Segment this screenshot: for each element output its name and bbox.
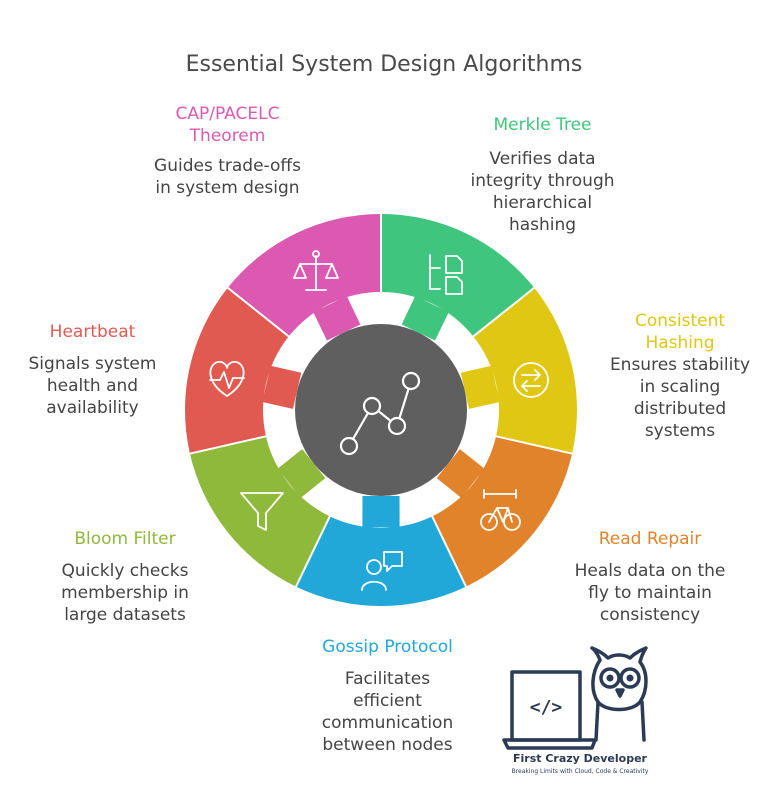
gossip-protocol-title: Gossip Protocol [322, 637, 453, 657]
funnel-icon [240, 492, 284, 531]
center-disc [295, 324, 467, 496]
document-tree-icon [429, 254, 463, 295]
cap-pacelc-title: CAP/PACELC Theorem [175, 104, 280, 146]
segment-consistent [473, 287, 577, 454]
heartbeat-block: Heartbeat Signals system health and avai… [10, 321, 175, 419]
bicycle-tools-icon [480, 489, 521, 531]
bloom-filter-block: Bloom Filter Quickly checks membership i… [40, 528, 210, 626]
line-graph-icon [339, 371, 421, 456]
balance-scale-icon [293, 250, 339, 291]
person-chat-icon [361, 551, 403, 591]
segment-divider [294, 514, 332, 589]
gossip-protocol-description: Facilitates efficient communication betw… [321, 669, 454, 755]
segment-merkle [381, 214, 535, 337]
connector-readrepair [436, 449, 485, 498]
diagram-title: Essential System Design Algorithms [185, 52, 583, 77]
logo-name: First Crazy Developer [513, 752, 647, 765]
consistent-hashing-title: Consistent Hashing [634, 311, 726, 353]
read-repair-title: Read Repair [598, 529, 702, 549]
heartbeat-title: Heartbeat [49, 322, 136, 342]
segment-heartbeat [185, 287, 289, 454]
connector-cap [313, 296, 361, 341]
segment-divider [430, 514, 468, 589]
logo-tagline: Breaking Limits with Cloud, Code & Creat… [511, 768, 649, 775]
connector-gossip [362, 496, 400, 528]
gossip-protocol-block: Gossip Protocol Facilitates efficient co… [300, 636, 475, 756]
connector-merkle [401, 296, 449, 341]
cap-pacelc-block: CAP/PACELC Theorem Guides trade-offs in … [140, 103, 315, 199]
exchange-arrows-icon [513, 362, 549, 398]
heart-pulse-icon [209, 360, 245, 397]
cap-pacelc-description: Guides trade-offs in system design [154, 156, 301, 198]
connector-bloom [277, 449, 326, 498]
merkle-tree-block: Merkle Tree Verifies data integrity thro… [455, 114, 630, 236]
merkle-tree-title: Merkle Tree [493, 115, 592, 135]
segment-bloom [189, 436, 330, 587]
bloom-filter-title: Bloom Filter [74, 529, 176, 549]
merkle-tree-description: Verifies data integrity through hierarch… [470, 149, 615, 235]
code-glyph: </> [530, 697, 563, 718]
segment-gossip [295, 516, 467, 606]
consistent-hashing-block: Consistent Hashing Ensures stability in … [595, 310, 765, 442]
connector-consistent [460, 365, 500, 409]
segment-divider [471, 285, 537, 339]
connector-heartbeat [262, 365, 302, 409]
segment-divider [493, 434, 575, 456]
heartbeat-description: Signals system health and availability [28, 354, 157, 418]
read-repair-block: Read Repair Heals data on the fly to mai… [555, 528, 745, 626]
owl-laptop-logo: </> [502, 646, 648, 750]
segment-divider [225, 285, 291, 339]
consistent-hashing-description: Ensures stability in scaling distributed… [609, 355, 751, 441]
segment-readrepair [432, 436, 573, 587]
bloom-filter-description: Quickly checks membership in large datas… [61, 561, 189, 625]
read-repair-description: Heals data on the fly to maintain consis… [574, 561, 726, 625]
segment-divider [187, 434, 269, 456]
